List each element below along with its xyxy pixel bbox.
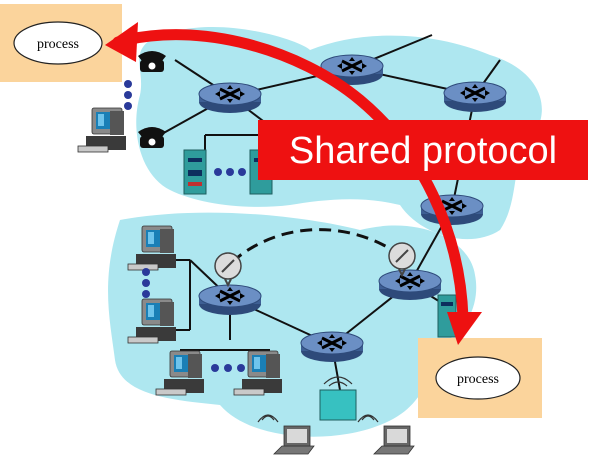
banner-label: Shared protocol [289,130,557,172]
ellipsis-dots [211,364,245,372]
process-box-bottom: process [418,338,542,418]
telephone-icon [138,127,166,148]
ellipsis-dots [124,80,132,110]
wireless-waves [257,414,379,423]
router-icon [197,81,263,115]
router-icon [442,80,508,114]
server-icon [183,149,207,195]
desktop-computer-icon [77,107,127,153]
router-icon [197,283,263,317]
ellipsis-dots [142,268,150,298]
router-icon [299,330,365,364]
process-label-top: process [37,37,79,52]
shared-protocol-banner: Shared protocol [258,120,588,180]
ellipsis-dots [214,168,246,176]
shared-protocol-arrow [105,22,482,345]
wireless-access-point-icon [319,376,357,421]
process-box-top: process [0,4,122,82]
router-icon [377,268,443,302]
telephone-icon [138,51,166,72]
wireless-link [231,228,401,264]
process-label-bottom: process [457,372,499,387]
laptop-icon [373,425,415,455]
